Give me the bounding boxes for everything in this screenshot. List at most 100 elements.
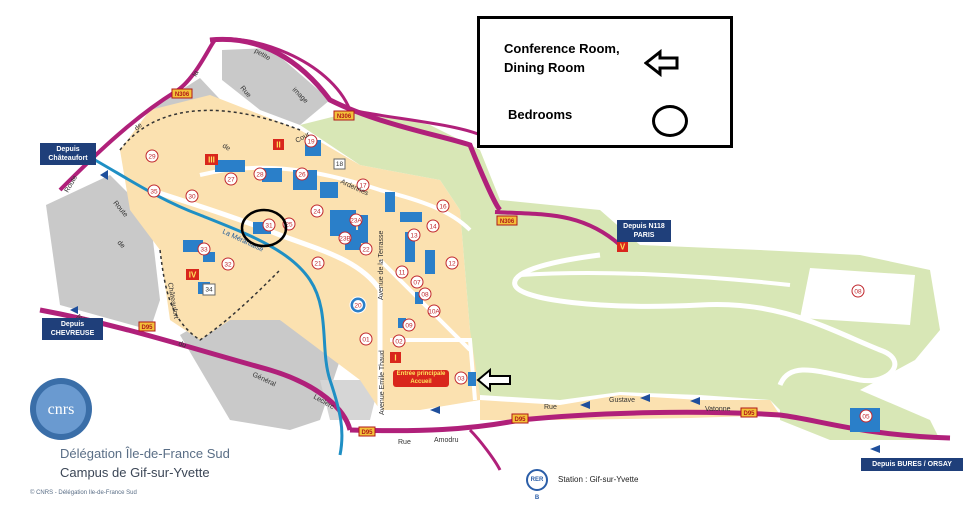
legend-conference-line2: Dining Room	[504, 60, 585, 75]
direction-arrows	[70, 170, 880, 453]
svg-text:30: 30	[188, 194, 196, 201]
svg-text:de: de	[116, 239, 127, 250]
building-labels: 29 35 30 27 28 26 19 18 17 16 31 25 24 2…	[145, 134, 873, 423]
svg-text:N306: N306	[500, 219, 515, 225]
entry-bures-orsay: Depuis BURES / ORSAY	[861, 458, 963, 471]
svg-text:D95: D95	[141, 325, 153, 331]
green-area	[300, 110, 940, 410]
svg-text:27: 27	[227, 177, 235, 184]
main-entrance-badge: Entrée principale Accueil	[393, 370, 449, 387]
entry-n118-line2: PARIS	[633, 232, 655, 239]
svg-text:12: 12	[448, 261, 456, 268]
entry-chevreuse-line2: CHEVREUSE	[50, 330, 95, 337]
road-internal	[149, 187, 383, 420]
svg-text:25: 25	[285, 222, 293, 229]
legend-conference-label: Conference Room, Dining Room	[504, 39, 644, 77]
road-badges: N306 N306 N306 D95 D95 D95 D95	[138, 88, 758, 437]
road-south-magenta	[349, 409, 951, 441]
svg-text:de: de	[133, 122, 144, 133]
svg-text:I: I	[394, 354, 396, 363]
river-merantaise	[94, 158, 344, 456]
svg-text:Avenue Emile Thaud: Avenue Emile Thaud	[379, 350, 386, 415]
outline-left-arrow-icon	[644, 49, 679, 77]
gray-zone-northwest	[222, 48, 330, 125]
roman-markers: I II III IV V	[186, 139, 628, 363]
svg-text:02: 02	[395, 339, 403, 346]
svg-text:de: de	[221, 143, 231, 153]
svg-text:Amodru: Amodru	[434, 437, 459, 444]
svg-text:01: 01	[362, 337, 370, 344]
svg-text:20: 20	[354, 303, 362, 310]
road-west-magenta	[58, 38, 217, 192]
entry-chevreuse: Depuis CHEVREUSE	[42, 318, 103, 340]
svg-text:N306: N306	[175, 92, 190, 98]
entry-chevreuse-line1: Depuis	[60, 321, 85, 328]
svg-text:08: 08	[854, 289, 862, 296]
svg-text:05: 05	[862, 414, 870, 421]
svg-text:Gustave: Gustave	[609, 397, 635, 404]
svg-text:24: 24	[313, 209, 321, 216]
road-north-magenta	[209, 36, 502, 212]
svg-text:D95: D95	[361, 430, 373, 436]
svg-text:07: 07	[413, 280, 421, 287]
conference-arrow-icon	[476, 367, 511, 393]
svg-text:II: II	[276, 141, 280, 150]
outline-circle-icon	[652, 105, 688, 137]
road-south-magenta-lower	[468, 428, 502, 471]
svg-text:Rue: Rue	[398, 439, 411, 446]
cnrs-logo: cnrs	[30, 378, 92, 440]
svg-text:21: 21	[314, 261, 322, 268]
campus-subtitle: Campus de Gif-sur-Yvette	[60, 465, 210, 480]
campus-boundary	[119, 109, 301, 341]
entry-chateaufort-line1: Depuis	[56, 146, 80, 153]
svg-text:19: 19	[307, 139, 315, 146]
svg-text:D95: D95	[514, 417, 526, 423]
svg-text:IV: IV	[189, 271, 197, 280]
svg-text:03: 03	[457, 376, 465, 383]
svg-text:29: 29	[148, 154, 156, 161]
svg-text:16: 16	[439, 204, 447, 211]
svg-text:cnrs: cnrs	[48, 401, 75, 418]
svg-text:35: 35	[150, 189, 158, 196]
svg-text:33: 33	[200, 247, 208, 254]
svg-text:13: 13	[410, 233, 418, 240]
svg-text:Rue: Rue	[544, 404, 557, 411]
legend-bedrooms-label: Bedrooms	[508, 107, 573, 122]
svg-text:Avenue de la Terrasse: Avenue de la Terrasse	[378, 230, 385, 300]
buildings-group	[183, 140, 880, 432]
rer-station-icon: RER B	[526, 469, 548, 501]
gray-zone-southwest-city	[320, 380, 380, 420]
road-n306-east	[494, 210, 622, 247]
delegation-title: Délégation Île-de-France Sud	[60, 446, 230, 461]
copyright: © CNRS - Délégation Ile-de-France Sud	[30, 490, 137, 496]
station-label: Station : Gif-sur-Yvette	[558, 475, 639, 484]
svg-text:09: 09	[405, 323, 413, 330]
svg-text:14: 14	[429, 224, 437, 231]
svg-text:N306: N306	[337, 114, 352, 120]
entrance-line1: Entrée principale	[396, 371, 446, 377]
svg-text:18: 18	[336, 161, 344, 168]
entry-n118-paris: Depuis N118 PARIS	[617, 220, 671, 242]
entry-chateaufort: Depuis Châteaufort	[40, 143, 96, 165]
svg-text:V: V	[620, 243, 626, 252]
svg-text:D95: D95	[743, 411, 755, 417]
svg-text:Vatonne: Vatonne	[705, 406, 731, 413]
svg-text:22: 22	[362, 247, 370, 254]
road-north-magenta-outer	[209, 37, 491, 142]
svg-text:17: 17	[359, 183, 367, 190]
svg-text:11: 11	[399, 270, 406, 277]
entry-n118-line1: Depuis N118	[623, 223, 665, 230]
loop-road	[512, 252, 898, 387]
svg-text:31: 31	[265, 223, 273, 230]
svg-text:08: 08	[421, 292, 429, 299]
svg-text:28: 28	[256, 172, 264, 179]
entrance-line2: Accueil	[410, 379, 432, 385]
svg-text:la: la	[192, 70, 201, 78]
svg-text:32: 32	[224, 262, 232, 269]
svg-text:26: 26	[298, 172, 306, 179]
entry-chateaufort-line2: Châteaufort	[48, 155, 88, 162]
legend-box: Conference Room, Dining Room Bedrooms	[477, 16, 733, 148]
svg-text:34: 34	[205, 287, 213, 294]
svg-text:10A: 10A	[428, 309, 440, 316]
